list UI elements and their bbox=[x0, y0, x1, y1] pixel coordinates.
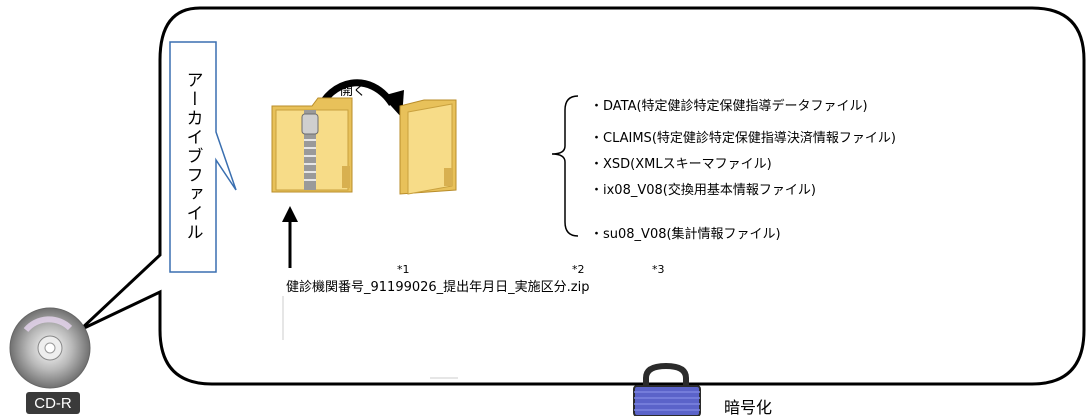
archive-label-box bbox=[169, 41, 237, 273]
content-item-xsd: ・XSD(XMLスキーマファイル) bbox=[590, 157, 772, 172]
footnote-2: *2 bbox=[572, 263, 585, 276]
cd-icon bbox=[9, 307, 91, 389]
content-item-ix08: ・ix08_V08(交換用基本情報ファイル) bbox=[590, 183, 816, 198]
content-item-claims: ・CLAIMS(特定健診特定保健指導決済情報ファイル) bbox=[590, 131, 896, 146]
encrypt-label: 暗号化 bbox=[724, 398, 773, 417]
archive-filename: 健診機関番号_91199026_提出年月日_実施区分.zip bbox=[286, 280, 590, 295]
footnote-1: *1 bbox=[397, 263, 410, 276]
content-item-su08: ・su08_V08(集計情報ファイル) bbox=[590, 227, 781, 242]
cd-label: CD-R bbox=[26, 392, 80, 414]
brace bbox=[551, 95, 579, 237]
footnote-3: *3 bbox=[652, 263, 665, 276]
zip-folder-icon bbox=[271, 97, 353, 193]
open-label: 開く bbox=[340, 84, 367, 99]
padlock-icon bbox=[633, 362, 701, 416]
archive-label: アーカイブファイル bbox=[182, 70, 203, 242]
content-item-data: ・DATA(特定健診特定保健指導データファイル) bbox=[590, 99, 868, 114]
open-folder-icon bbox=[399, 99, 457, 195]
